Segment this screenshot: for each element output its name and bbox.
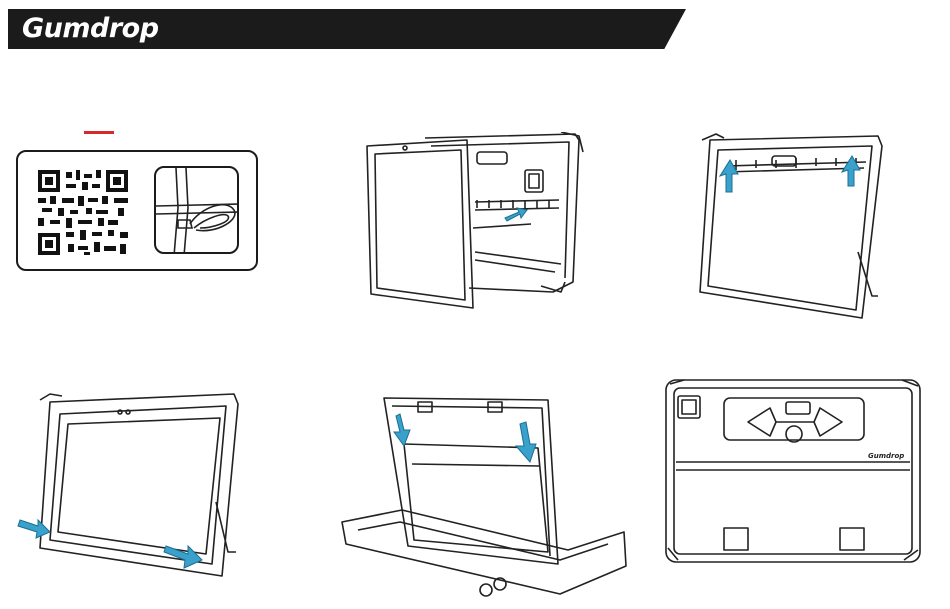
qr-code-icon xyxy=(38,170,128,255)
step-lift-corners xyxy=(696,132,886,320)
brand-logo: Gumdrop xyxy=(22,13,159,44)
case-back-logo: Gumdrop xyxy=(868,452,904,460)
press-bottom-corners-illustration xyxy=(16,392,248,578)
step-press-corners xyxy=(16,392,248,578)
step-case-back: Gumdrop xyxy=(664,378,922,564)
insert-tablet-illustration xyxy=(365,132,585,314)
step-attach-cover xyxy=(338,394,628,598)
lanyard-detail-frame xyxy=(154,166,239,254)
header-bar: Gumdrop xyxy=(8,9,686,49)
qr-panel xyxy=(16,150,258,271)
lift-corners-illustration xyxy=(696,132,886,320)
attach-cover-illustration xyxy=(338,394,628,598)
case-back-illustration: Gumdrop xyxy=(664,378,922,564)
accent-mark xyxy=(84,131,114,134)
lanyard-loop-icon xyxy=(156,168,239,254)
step-insert-tablet xyxy=(365,132,585,314)
